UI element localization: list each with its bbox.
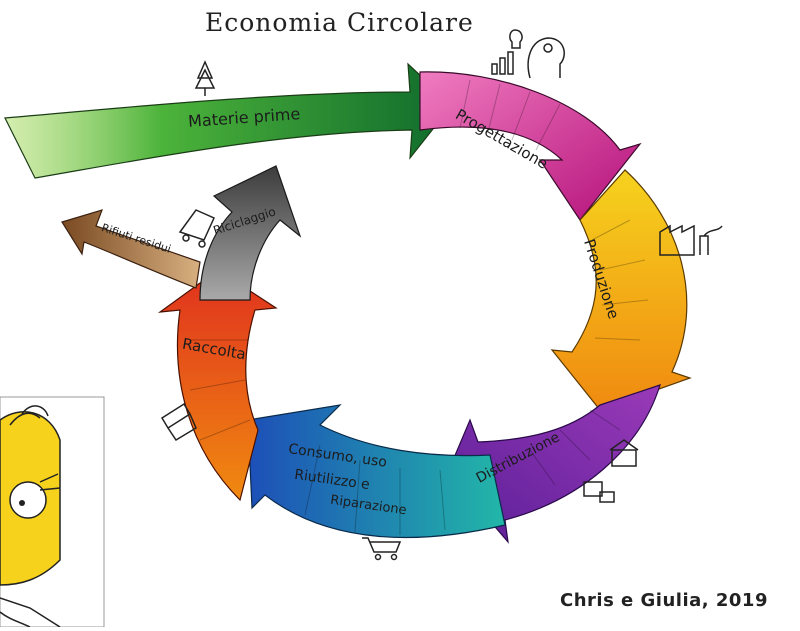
riciclaggio-arrow	[199, 165, 302, 301]
shopping-cart-icon	[362, 537, 402, 561]
shops-icon	[583, 439, 639, 503]
author-credit: Chris e Giulia, 2019	[560, 590, 768, 611]
idea-head-icon	[491, 29, 565, 79]
distribuzione-arrow	[447, 384, 661, 544]
homer-cartoon	[0, 396, 105, 628]
tree-icon	[194, 60, 216, 96]
bin-icon	[160, 402, 197, 442]
raccolta-arrow	[157, 269, 278, 502]
produzione-arrow	[550, 169, 692, 411]
progettazione-arrow	[419, 71, 642, 222]
rifiuti-residui-arrow	[61, 209, 201, 289]
hatching	[189, 79, 649, 535]
consumo-arrow	[247, 404, 506, 539]
diagram-title: Economia Circolare	[205, 8, 474, 37]
recycle-truck-icon	[178, 209, 215, 248]
factory-icon	[659, 224, 723, 256]
